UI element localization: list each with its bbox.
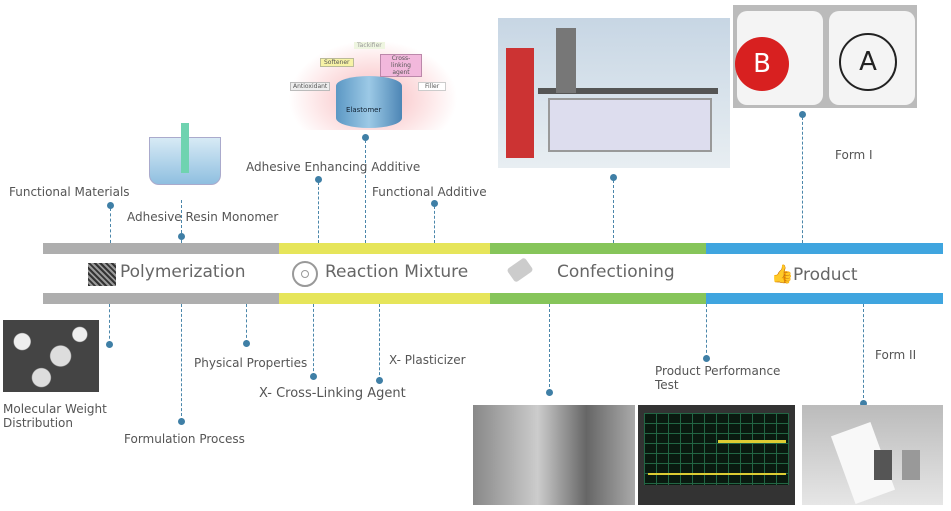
particles-image <box>3 320 99 392</box>
connector <box>109 304 110 344</box>
label-physical-properties: Physical Properties <box>194 356 308 370</box>
connector <box>365 140 366 243</box>
bar-top-product <box>706 243 943 254</box>
connector-dot <box>546 389 553 396</box>
connector-dot <box>107 202 114 209</box>
noise-texture-icon <box>88 263 116 286</box>
bar-top-confectioning <box>490 243 706 254</box>
stage-confectioning: Confectioning <box>557 262 675 282</box>
label-plasticizer: X- Plasticizer <box>389 353 466 367</box>
elastomer-diagram: Elastomer Tackifier Softener Cross-linki… <box>288 40 458 130</box>
disc-icon <box>292 261 318 287</box>
bar-bottom-polymerization <box>43 293 279 304</box>
connector-dot <box>178 418 185 425</box>
label-form-1: Form I <box>835 148 873 162</box>
jars-image: B A <box>733 5 917 108</box>
bar-bottom-product <box>706 293 943 304</box>
connector <box>246 304 247 343</box>
connector-dot <box>310 373 317 380</box>
connector <box>313 304 314 376</box>
bar-bottom-confectioning <box>490 293 706 304</box>
connector-dot <box>703 355 710 362</box>
thumbs-up-icon: 👍 <box>771 264 794 285</box>
beaker-image <box>145 123 225 189</box>
connector-dot <box>106 341 113 348</box>
label-adhesive-enhancing-additive: Adhesive Enhancing Additive <box>246 160 421 174</box>
jar-a-label: A <box>839 33 897 91</box>
connector <box>706 304 707 358</box>
label-formulation-process: Formulation Process <box>124 432 245 446</box>
connector <box>549 304 550 392</box>
connector <box>181 200 182 243</box>
connector <box>434 206 435 243</box>
label-product-performance-test: Product Performance Test <box>655 364 781 392</box>
part-label: Filler <box>418 82 447 91</box>
stage-reaction-mixture: Reaction Mixture <box>325 262 469 282</box>
bar-bottom-reaction <box>279 293 490 304</box>
connector-dot <box>315 176 322 183</box>
label-cross-linking-agent: X- Cross-Linking Agent <box>259 386 406 401</box>
connector-dot <box>610 174 617 181</box>
dispensing-machine-image <box>498 18 730 168</box>
product-forms-image <box>802 405 943 505</box>
stage-polymerization: Polymerization <box>120 262 246 282</box>
connector <box>318 182 319 243</box>
connector-dot <box>376 377 383 384</box>
label-functional-materials: Functional Materials <box>9 185 130 199</box>
connector <box>379 304 380 380</box>
connector <box>110 208 111 243</box>
tag-icon <box>506 257 534 283</box>
label-form-2: Form II <box>875 348 917 362</box>
part-label: Antioxidant <box>290 82 331 91</box>
connector-dot <box>799 111 806 118</box>
label-molecular-weight: Molecular Weight Distribution <box>3 402 107 430</box>
performance-test-monitor-image <box>638 405 795 505</box>
connector-dot <box>243 340 250 347</box>
jar-b-label: B <box>735 37 789 91</box>
connector <box>613 180 614 243</box>
label-functional-additive: Functional Additive <box>372 185 487 199</box>
connector <box>181 304 182 421</box>
elastomer-label: Elastomer <box>346 106 382 114</box>
part-label: Tackifier <box>354 42 385 49</box>
connector-dot <box>362 134 369 141</box>
label-adhesive-resin-monomer: Adhesive Resin Monomer <box>127 210 279 224</box>
bar-top-polymerization <box>43 243 279 254</box>
stage-product: Product <box>793 265 858 285</box>
lab-equipment-image <box>473 405 635 505</box>
connector-dot <box>178 233 185 240</box>
part-label: Softener <box>320 58 354 67</box>
connector-dot <box>860 400 867 407</box>
bar-top-reaction <box>279 243 490 254</box>
connector <box>802 117 803 243</box>
connector-dot <box>431 200 438 207</box>
part-label: Cross-linking agent <box>380 54 422 77</box>
connector <box>863 304 864 403</box>
